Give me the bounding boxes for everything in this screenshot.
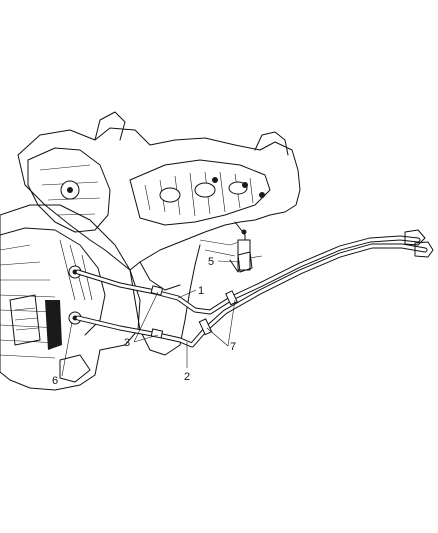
callout-2: 2 — [184, 371, 190, 383]
engine-block — [17, 111, 301, 356]
transmission — [0, 204, 141, 391]
callout-5: 5 — [208, 256, 214, 268]
callout-1: 1 — [198, 285, 204, 297]
transmission-cooler-lines — [75, 229, 434, 348]
leader-lines — [61, 260, 241, 377]
callout-3: 3 — [124, 337, 130, 349]
callout-6: 6 — [52, 375, 58, 387]
callout-7: 7 — [230, 341, 236, 353]
